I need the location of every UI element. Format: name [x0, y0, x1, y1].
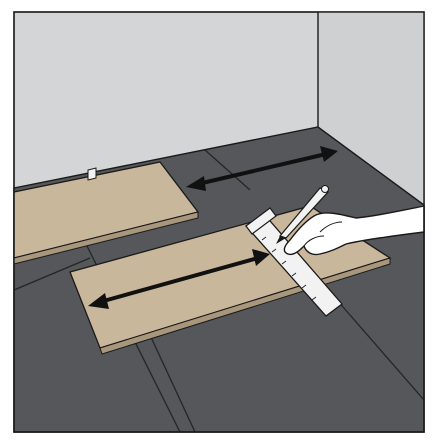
spacer-icon	[88, 168, 96, 180]
